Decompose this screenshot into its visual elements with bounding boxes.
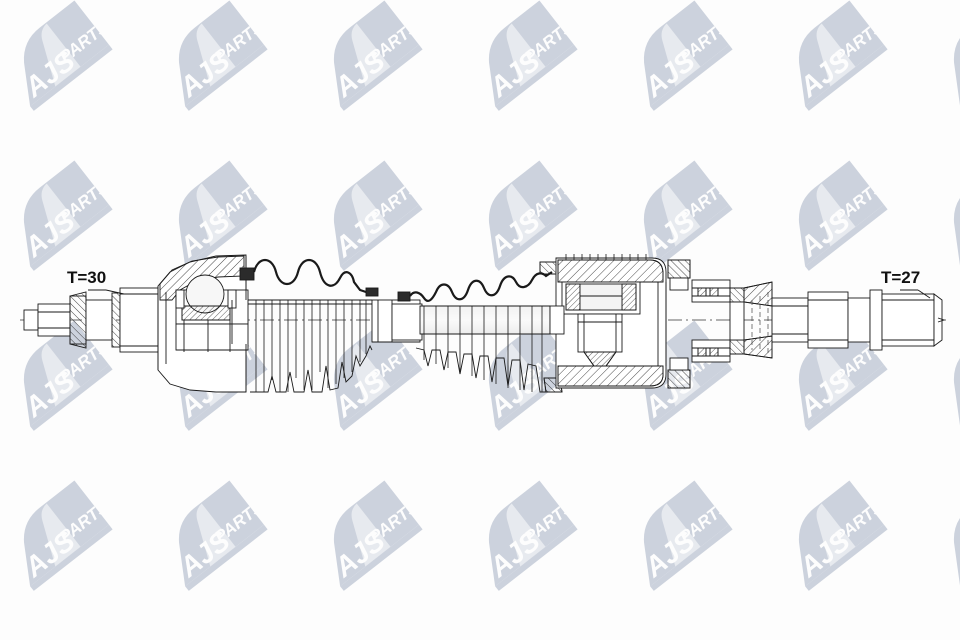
- spline-count-label-left: T=30: [67, 268, 107, 287]
- intermediate-shaft: [371, 299, 551, 343]
- outer-cv-joint: [157, 254, 249, 393]
- support-bearing: [667, 259, 773, 389]
- outer-spline-stub: [23, 287, 159, 353]
- inner-spline-end: [771, 289, 946, 351]
- outer-boot: [239, 258, 379, 393]
- spline-count-label-right: T=27: [881, 268, 921, 287]
- inner-tripod-joint: [549, 254, 667, 389]
